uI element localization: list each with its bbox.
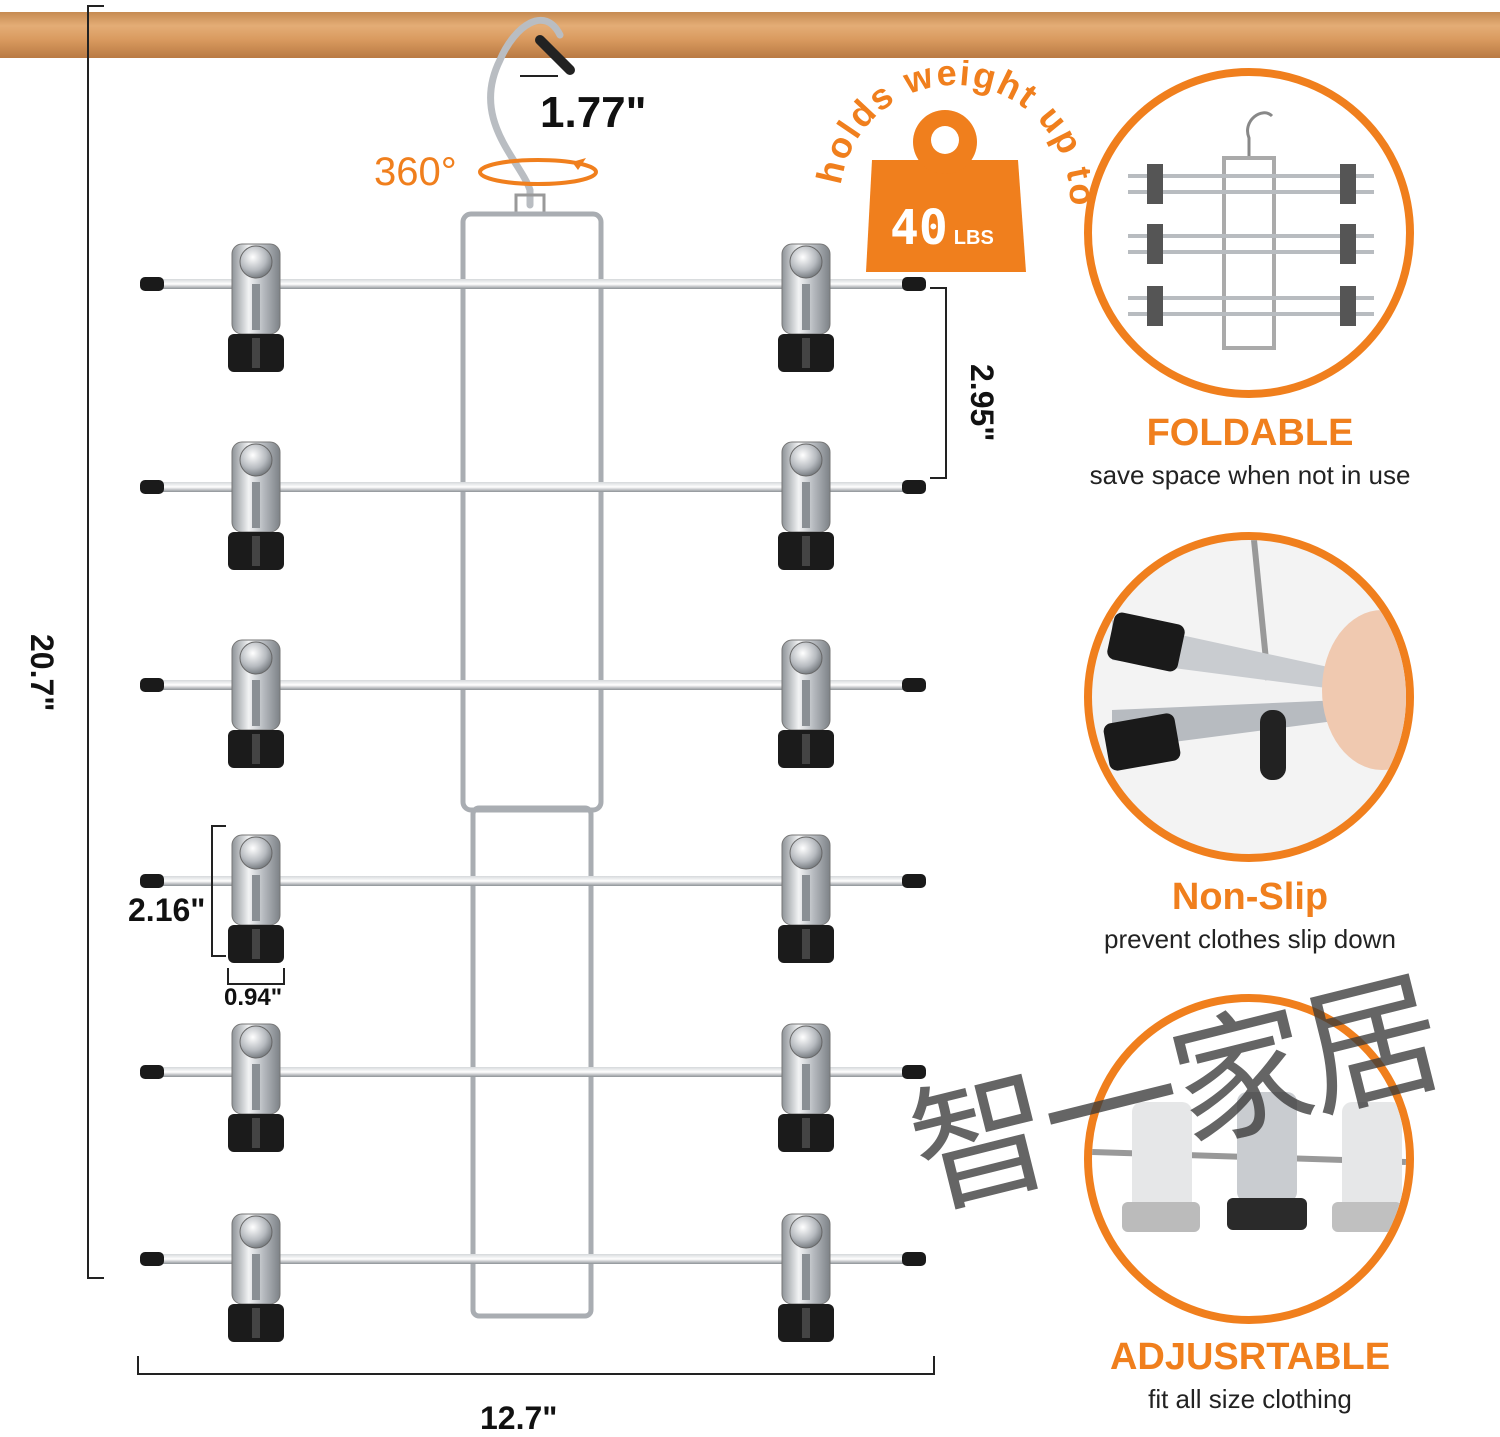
feature-title-non-slip: Non-Slip	[1171, 876, 1329, 918]
hanger-illustration	[87, 5, 947, 1375]
tier-6	[140, 1213, 926, 1343]
folded-hanger-photo-icon	[1128, 111, 1374, 350]
total-height-label: 20.7"	[24, 634, 60, 712]
weight-badge: holds weight up to 40 LBS	[800, 52, 1101, 300]
feature-subtitle-adjustable: fit all size clothing	[1148, 1384, 1352, 1414]
weight-value: 40	[890, 200, 948, 256]
tier-1	[140, 243, 926, 373]
weight-unit: LBS	[953, 227, 994, 249]
clip-width-label: 0.94"	[224, 984, 283, 1011]
tier-5	[140, 1023, 926, 1153]
sliding-clip-photo-icon	[1092, 1092, 1406, 1232]
closet-rod	[0, 12, 1500, 58]
total-width-label: 12.7"	[480, 1400, 558, 1436]
tier-gap-label: 2.95"	[964, 364, 1000, 442]
clip-height-label: 2.16"	[128, 892, 206, 928]
rotation-label: 360°	[374, 150, 457, 194]
feature-subtitle-foldable: save space when not in use	[1089, 460, 1411, 490]
clip-closeup-photo-icon	[1103, 540, 1406, 780]
kettlebell-icon	[866, 160, 1026, 272]
feature-title-adjustable: ADJUSRTABLE	[1109, 1336, 1391, 1378]
tier-4	[140, 834, 926, 964]
hook-opening-label: 1.77"	[540, 88, 647, 137]
non-slip-photo	[1084, 532, 1414, 862]
feature-title-foldable: FOLDABLE	[1146, 412, 1354, 454]
weight-arc: holds weight up to	[808, 52, 1101, 272]
tier-2	[140, 441, 926, 571]
feature-subtitle-non-slip: prevent clothes slip down	[1104, 924, 1396, 954]
foldable-photo	[1084, 68, 1414, 398]
tier-3	[140, 639, 926, 769]
adjustable-photo	[1084, 994, 1414, 1324]
